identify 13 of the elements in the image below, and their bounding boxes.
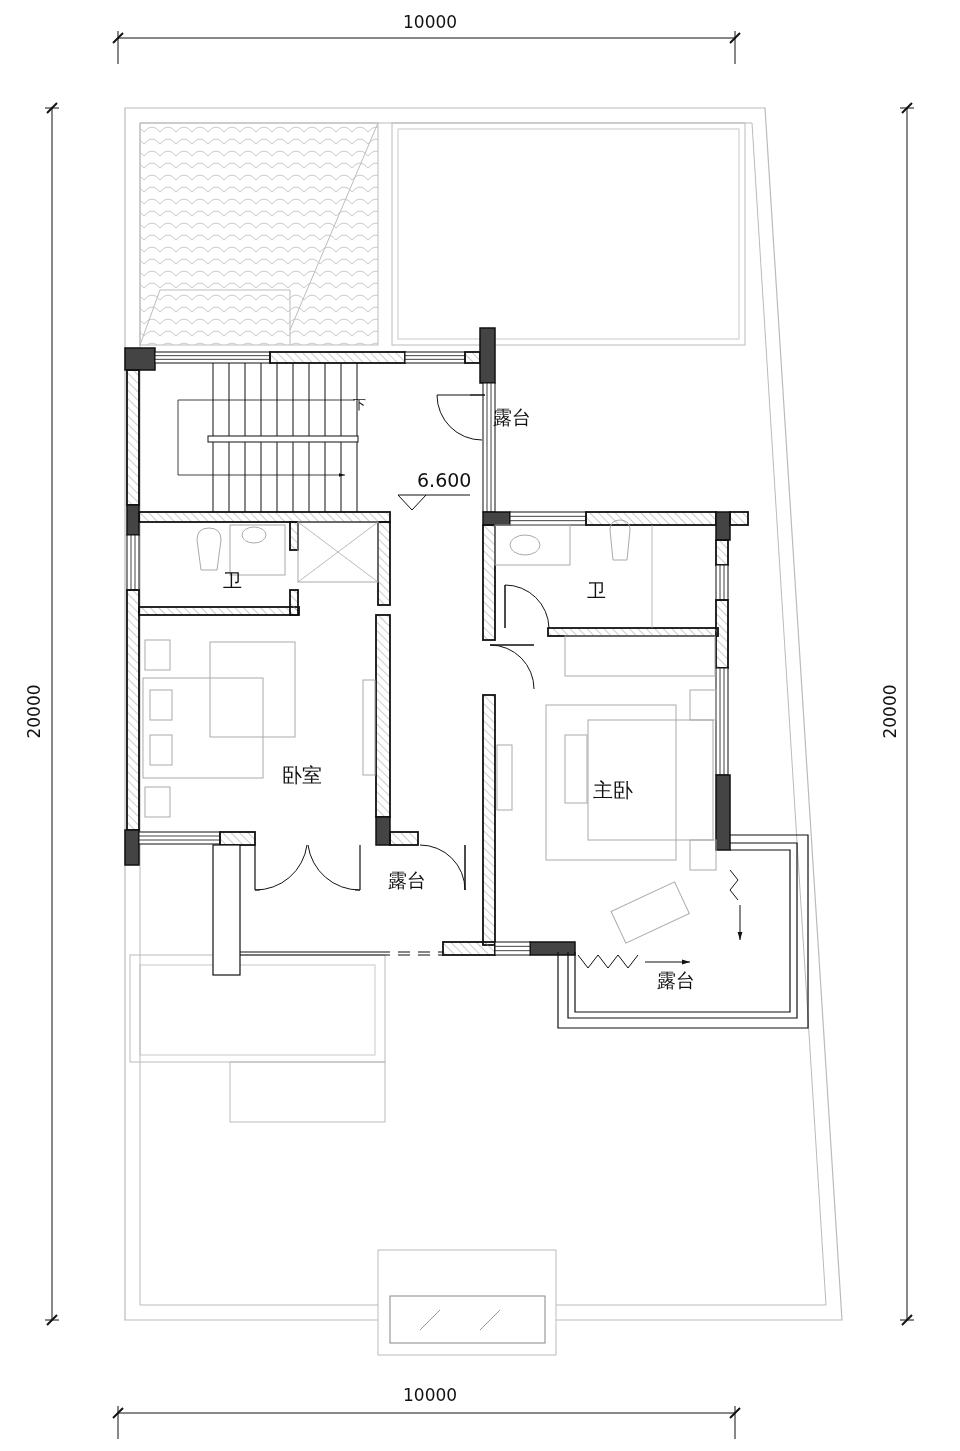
stair-direction-text: 下 (352, 397, 366, 411)
room-label: 卫 (586, 580, 606, 600)
room-label: 露台 (388, 870, 426, 890)
room-label: 主卧 (593, 780, 633, 800)
room-label: 露台 (657, 970, 695, 990)
dimension-text: 10000 (403, 13, 458, 31)
room-label: 露台 (493, 407, 531, 427)
dimension-text: 20000 (881, 683, 899, 739)
dimension-text: 10000 (403, 1386, 458, 1404)
elevation-text: 6.600 (417, 470, 472, 490)
room-label: 卫 (222, 570, 242, 590)
dimension-text: 20000 (25, 683, 43, 739)
room-label: 卧室 (282, 765, 322, 785)
